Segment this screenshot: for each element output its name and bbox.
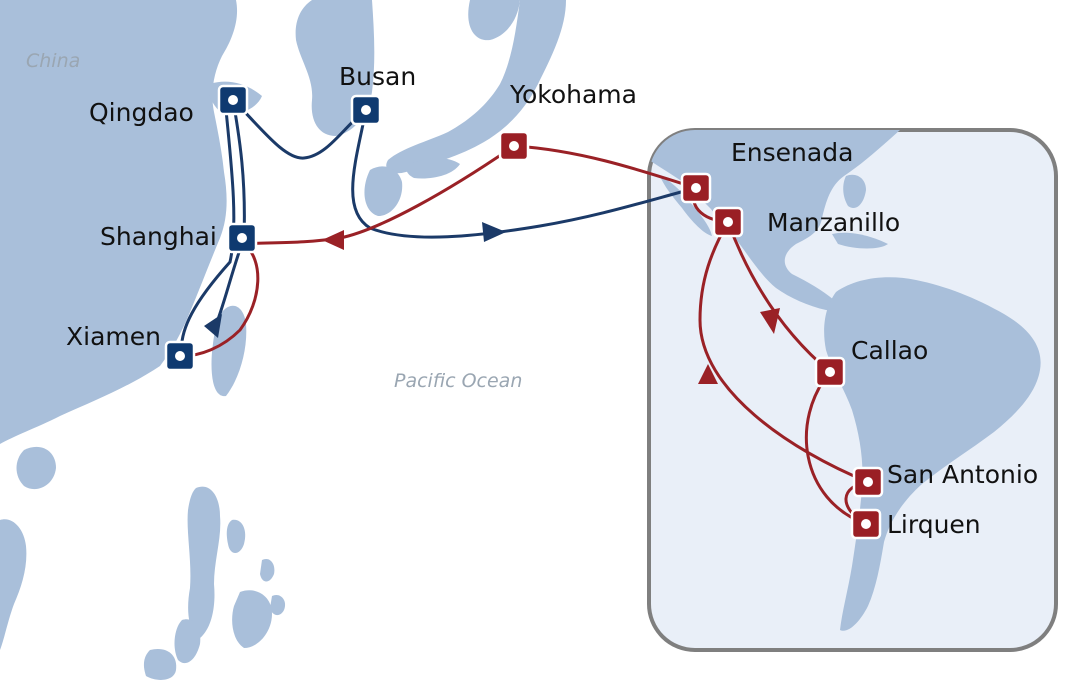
route-red-manzanillo-callao: [726, 220, 832, 374]
port-label-lirquen: Lirquen: [887, 510, 981, 539]
port-label-shanghai: Shanghai: [100, 222, 217, 251]
route-arrow-icon: [322, 230, 344, 250]
port-label-manzanillo: Manzanillo: [767, 208, 901, 237]
route-red-santonio-manzanillo: [698, 220, 870, 484]
port-marker-icon: [814, 356, 846, 388]
route-red-yokohama-shanghai: [242, 144, 516, 246]
route-blue-qingdao-busan: [231, 98, 368, 160]
port-marker-icon: [226, 222, 258, 254]
port-markers: [164, 84, 884, 540]
route-blue-xiamen-qingdao: [179, 108, 236, 358]
port-marker-icon: [680, 172, 712, 204]
region-label-pacific-ocean: Pacific Ocean: [394, 370, 523, 392]
port-marker-icon: [852, 466, 884, 498]
port-label-callao: Callao: [851, 336, 929, 365]
port-marker-icon: [850, 508, 882, 540]
land-asia: [0, 0, 566, 680]
port-marker-icon: [164, 340, 196, 372]
route-arrows: [204, 222, 780, 384]
route-red-ensenada-yokohama: [512, 144, 698, 190]
route-arrow-icon: [482, 222, 506, 242]
port-label-xiamen: Xiamen: [66, 322, 161, 351]
route-arrow-icon: [204, 314, 222, 338]
port-label-qingdao: Qingdao: [89, 98, 194, 127]
route-red-callao-lirquen: [804, 370, 868, 526]
port-marker-icon: [350, 94, 382, 126]
port-label-ensenada: Ensenada: [731, 138, 854, 167]
route-arrow-icon: [760, 308, 780, 334]
route-arrow-icon: [698, 364, 718, 384]
port-label-busan: Busan: [339, 62, 417, 91]
port-marker-icon: [498, 130, 530, 162]
port-marker-icon: [217, 84, 249, 116]
port-marker-icon: [712, 206, 744, 238]
land-americas: [649, 130, 1041, 631]
route-red-shanghai-xiamen: [180, 242, 260, 358]
port-label-yokohama: Yokohama: [510, 80, 637, 109]
port-label-san-antonio: San Antonio: [887, 460, 1039, 489]
region-label-china: China: [26, 50, 81, 72]
route-blue-busan-ensenada: [351, 108, 698, 239]
